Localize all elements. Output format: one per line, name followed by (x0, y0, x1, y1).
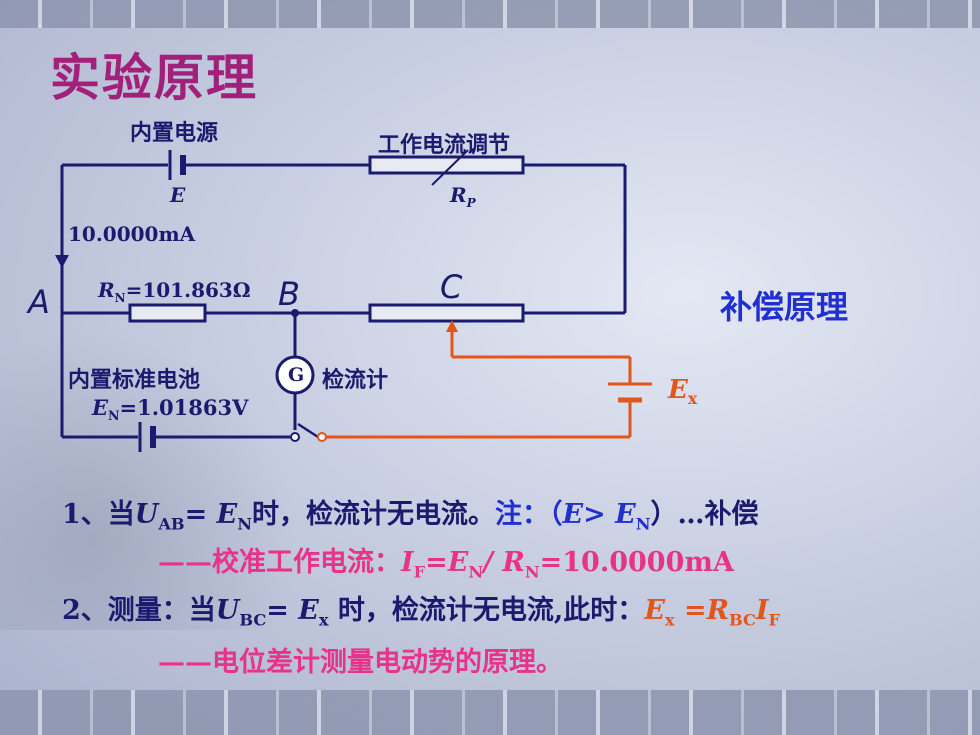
rn-label: RN=101.863Ω (98, 278, 251, 305)
l1-open-paren: （ (549, 499, 563, 530)
l3-rbc-sub: BC (729, 610, 756, 630)
l2-i: I (401, 547, 414, 578)
l1-gt: > (583, 499, 616, 530)
slide-title: 实验原理 (50, 48, 258, 107)
rn-symbol: R (98, 278, 115, 302)
galvanometer-label: 检流计 (322, 367, 389, 393)
l1-suffix: ）…补偿 (650, 499, 759, 530)
l3-e-sub: x (318, 610, 329, 630)
en-label: EN=1.01863V (92, 395, 248, 423)
l1-e: E (216, 499, 238, 530)
l3-u: U (215, 595, 240, 626)
l3-e: E (298, 595, 319, 626)
source-label: 内置电源 (130, 120, 219, 146)
std-cell-label: 内置标准电池 (68, 367, 201, 393)
l3-i: I (755, 595, 769, 626)
node-c-label: C (440, 268, 463, 306)
text-line-2: ——校准工作电流：IF=EN/ RN=10.0000mA (158, 540, 734, 581)
side-title: 补偿原理 (720, 288, 849, 326)
text-line-3: 2、测量：当UBC= Ex 时，检流计无电流,此时：Ex =RBCIF (62, 588, 780, 629)
en-symbol: E (92, 395, 109, 420)
l2-en-sub: N (468, 562, 484, 582)
l1-e-sub: N (237, 514, 253, 534)
en-value: =1.01863V (119, 395, 249, 420)
l1-u-sub: AB (158, 514, 185, 534)
source-symbol: E (170, 183, 186, 207)
l3-u-sub: BC (239, 610, 267, 630)
l3-ex-sub: x (664, 610, 675, 630)
l1-text: 时，检流计无电流。 (252, 499, 496, 530)
ex-label: Ex (668, 375, 697, 408)
text-line-1: 1、当UAB= EN时，检流计无电流。注：（E> EN）…补偿 (62, 492, 759, 533)
l3-text: 时，检流计无电流,此时： (328, 595, 645, 626)
l2-prefix: ——校准工作电流： (158, 547, 401, 578)
l2-rn-sub: N (524, 562, 540, 582)
node-a-label: A (28, 283, 50, 321)
l1-e2: E (562, 499, 584, 530)
l1-u: U (134, 499, 159, 530)
l2-eq-e: =E (425, 547, 469, 578)
l1-e3: E (615, 499, 636, 530)
rn-value: =101.863Ω (125, 278, 251, 302)
en-sub: N (108, 408, 120, 424)
l1-prefix: 1、当 (62, 499, 135, 530)
l1-note: 注： (495, 499, 550, 530)
current-readout: 10.0000mA (68, 222, 196, 246)
rheostat-symbol: RP (450, 183, 476, 210)
l2-div-r: / R (483, 547, 525, 578)
rn-sub: N (114, 291, 126, 305)
l2-i-sub: F (413, 562, 426, 582)
ex-sub: x (687, 389, 698, 409)
rheostat-symbol-sub: P (466, 196, 476, 210)
l2-value: =10.0000mA (539, 547, 734, 578)
decorative-bottom-band (0, 690, 980, 735)
l3-prefix: 2、测量：当 (62, 595, 216, 626)
ex-symbol: E (668, 375, 688, 405)
galvanometer-symbol: G (288, 364, 305, 386)
l3-eq: = (266, 595, 299, 626)
decorative-wall-image (0, 330, 300, 630)
l3-ex: E (644, 595, 665, 626)
text-line-4: ——电位差计测量电动势的原理。 (158, 647, 563, 678)
l3-i-sub: F (768, 610, 781, 630)
node-b-label: B (278, 275, 300, 313)
l1-e3-sub: N (635, 514, 651, 534)
l1-eq: = (184, 499, 217, 530)
decorative-top-band (0, 0, 980, 28)
rheostat-symbol-main: R (450, 183, 467, 207)
l3-eq-r: =R (674, 595, 730, 626)
rheostat-label: 工作电流调节 (378, 132, 511, 158)
